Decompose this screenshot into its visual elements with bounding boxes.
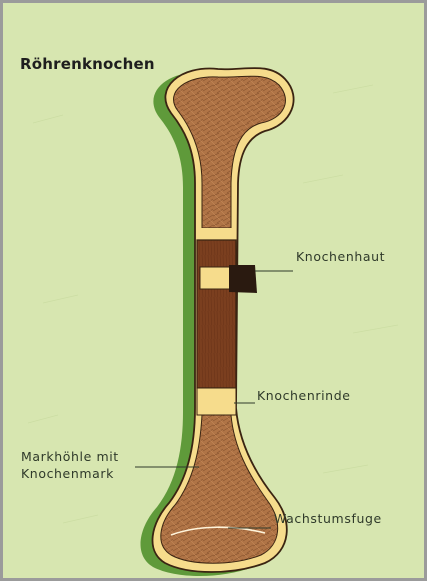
cortex-cutaway (200, 267, 232, 289)
upper-cortex (197, 228, 236, 240)
label-knochenhaut: Knochenhaut (296, 249, 385, 264)
bone-shaft (197, 240, 236, 388)
label-wachstumsfuge: Wachstumsfuge (274, 511, 382, 526)
lower-cortex (197, 388, 236, 415)
label-knochenrinde: Knochenrinde (257, 388, 351, 403)
label-markhoehle: Markhöhle mit Knochenmark (21, 448, 119, 482)
label-markhoehle-line2: Knochenmark (21, 465, 119, 482)
periosteum-flap (229, 265, 257, 293)
label-markhoehle-line1: Markhöhle mit (21, 448, 119, 465)
long-bone-illustration (3, 3, 424, 578)
